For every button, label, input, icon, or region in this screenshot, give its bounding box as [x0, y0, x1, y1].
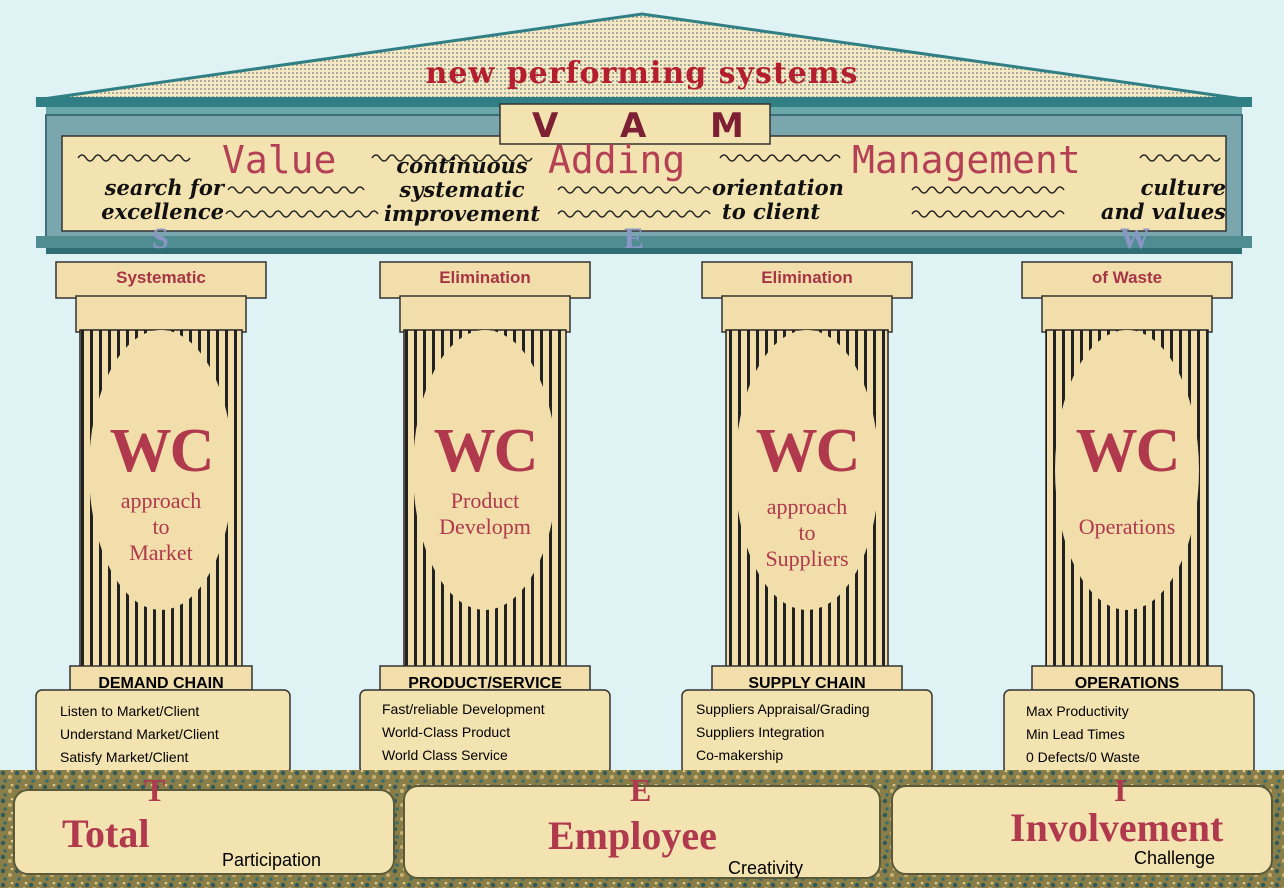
foundation-sub-participation: Participation	[222, 850, 322, 870]
architrave	[36, 236, 1252, 248]
vam-banner	[499, 103, 771, 145]
pillar-1-chain: DEMAND CHAIN	[98, 675, 224, 692]
frieze-word-adding: Adding	[548, 138, 686, 182]
pillar-3-capital: Elimination	[761, 268, 853, 287]
foundation-letter-e: E	[630, 772, 652, 808]
architrave-letter-e: E	[624, 222, 645, 255]
frieze-word-value: Value	[222, 138, 337, 182]
pillar-4-capital: of Waste	[1091, 268, 1163, 287]
pillar-3-chain: SUPPLY CHAIN	[748, 675, 866, 692]
foundation-letter-t: T	[144, 772, 166, 808]
foundation-word-total: Total	[62, 811, 150, 856]
pillar-3-wc: WC	[755, 417, 861, 485]
pillar-1-capital: Systematic	[116, 268, 206, 287]
foundation-sub-challenge: Challenge	[1134, 848, 1216, 868]
banner-letter-m: M	[710, 106, 744, 146]
foundation-word-involvement: Involvement	[1010, 805, 1224, 850]
banner-letter-v: V	[532, 106, 559, 146]
architrave-letter-s: S	[152, 222, 169, 255]
pillar-4-chain: OPERATIONS	[1074, 675, 1180, 692]
frieze-phrase-improvement: continuous systematic improvement	[383, 153, 541, 226]
frieze-word-management: Management	[852, 138, 1081, 182]
foundation-word-employee: Employee	[548, 813, 717, 858]
pillar-4-subtitle: Operations	[1078, 514, 1176, 539]
pillar-1-wc: WC	[109, 417, 215, 485]
architrave-letter-w: W	[1120, 222, 1150, 255]
roof-cornice	[36, 97, 1252, 107]
roof-title: new performing systems	[425, 56, 859, 91]
pillar-2-capital: Elimination	[439, 268, 531, 287]
frieze-phrase-values: culture and values	[1100, 175, 1226, 224]
frieze-phrase-excellence: search for excellence	[101, 175, 224, 224]
pillar-4-wc: WC	[1075, 417, 1181, 485]
pillar-2-wc: WC	[433, 417, 539, 485]
foundation-letter-i: I	[1114, 772, 1127, 808]
banner-letter-a: A	[620, 106, 647, 146]
frieze-phrase-client: orientation to client	[712, 175, 844, 224]
foundation-sub-creativity: Creativity	[728, 858, 804, 878]
pillar-2-chain: PRODUCT/SERVICE	[408, 675, 562, 692]
pillars-graphic	[35, 261, 1255, 775]
